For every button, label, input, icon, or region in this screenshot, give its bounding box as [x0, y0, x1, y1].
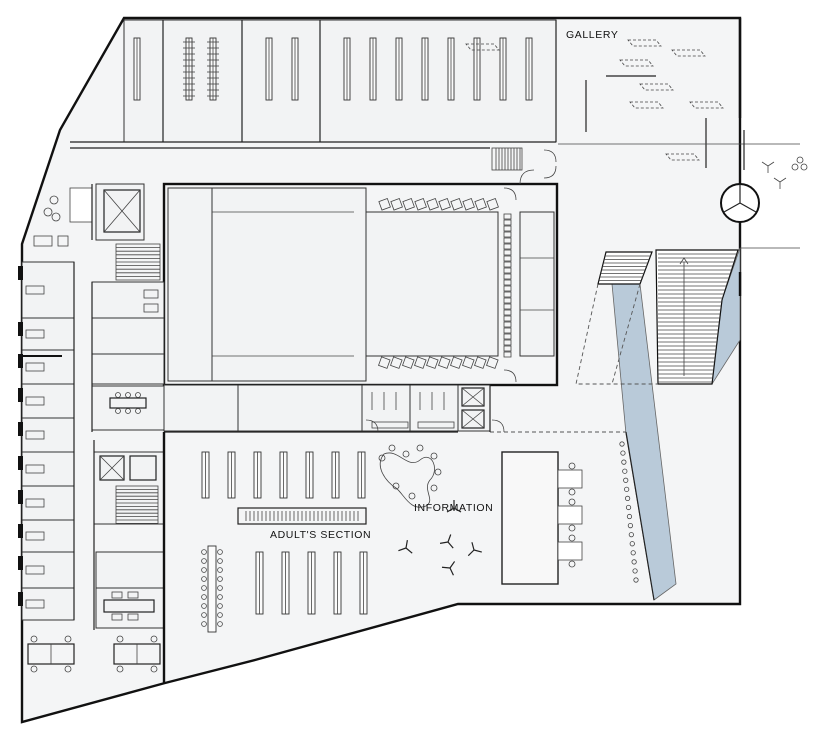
gallery-label: GALLERY [566, 29, 618, 41]
auditorium-seating [378, 198, 499, 369]
entrance [558, 143, 808, 249]
auditorium-side-seats [503, 213, 512, 358]
service-counter [245, 511, 359, 521]
gallery-display-tables: GALLERY [465, 29, 724, 168]
elevator-pair [461, 387, 485, 429]
door-swings [164, 187, 517, 433]
study-rooms [18, 261, 75, 621]
ramp-stair [655, 249, 739, 385]
reading-tables [27, 635, 161, 673]
ramp-upper-treads [598, 255, 651, 281]
glass-rail [619, 441, 639, 583]
outdoor-seating [761, 156, 808, 189]
gallery-wing [70, 19, 557, 149]
adults-section-stacks [201, 451, 368, 633]
information-desk [501, 451, 559, 585]
stair-upper-left [115, 243, 161, 281]
left-core [91, 183, 165, 629]
adults-section-label: ADULT'S SECTION [270, 529, 371, 541]
top-stair [491, 147, 557, 185]
information-label: INFORMATION [414, 502, 493, 514]
auditorium [162, 182, 559, 387]
information-area: INFORMATION [378, 444, 583, 585]
lounge-furniture [33, 184, 93, 247]
gallery-shelves [133, 37, 533, 101]
atrium-ramp [490, 18, 745, 601]
support-rooms [163, 384, 491, 432]
ramp-treads [658, 253, 737, 383]
information-lounge-chairs [398, 500, 482, 576]
stair-lower-left [115, 485, 159, 524]
